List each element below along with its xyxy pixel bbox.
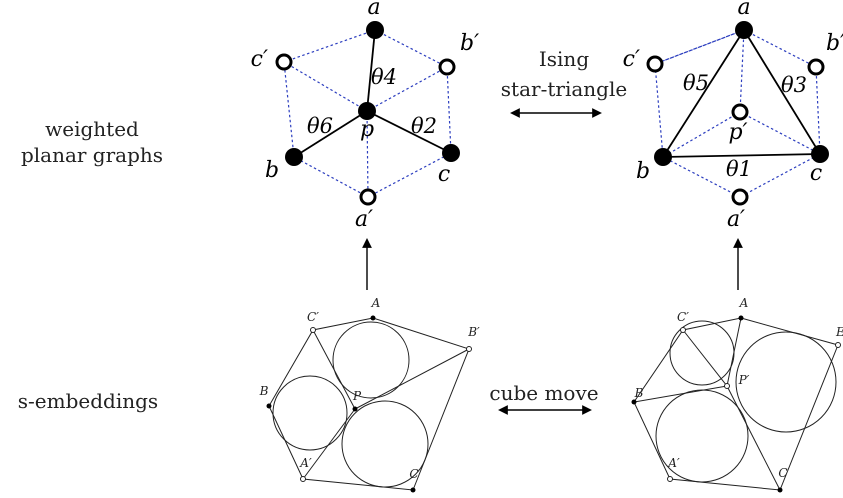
triangle-vertex-c-prime <box>646 55 664 73</box>
star-vertex-a-prime <box>359 188 377 206</box>
left-s-embedding: A C′ B′ B P A′ C <box>259 296 480 493</box>
triangle-label-c-prime: c′ <box>623 47 640 72</box>
triangle-label-b-prime: b′ <box>826 31 843 56</box>
right-point-B-prime <box>835 342 841 348</box>
star-spoke-a-prime <box>366 110 369 198</box>
triangle-solid-edges <box>661 28 822 158</box>
left-label-A: A <box>371 296 381 310</box>
triangle-dash-a-cprime <box>654 29 745 65</box>
star-vertex-b-prime <box>438 58 456 76</box>
left-point-B-prime <box>466 346 472 352</box>
right-label-C-prime: C′ <box>677 310 689 324</box>
star-label-c-prime: c′ <box>251 47 268 72</box>
move-star-triangle-line1: Ising <box>539 47 589 71</box>
move-star-triangle-line2: star-triangle <box>501 77 627 101</box>
star-edge-pc <box>366 110 452 154</box>
left-point-C <box>410 487 416 493</box>
right-point-C <box>777 487 783 493</box>
row-label-top-line2: planar graphs <box>21 143 163 167</box>
left-label-B-prime: B′ <box>467 325 480 339</box>
left-circle-left <box>272 375 348 451</box>
left-label-C: C <box>409 467 418 481</box>
right-circle-bottom <box>655 389 749 483</box>
left-edge-bprime-p <box>354 348 470 410</box>
left-point-B <box>266 403 272 409</box>
star-label-c: c <box>438 162 450 187</box>
right-edge-cprime-pprime <box>682 329 728 387</box>
right-label-A: A <box>739 296 749 310</box>
star-spoke-c-prime <box>283 61 368 112</box>
star-vertex-p <box>358 102 376 120</box>
star-label-b: b <box>265 158 279 183</box>
star-graph: a c′ b′ p b c a′ θ4 θ6 θ2 <box>251 0 479 232</box>
triangle-label-b: b <box>636 159 650 184</box>
star-weight-theta6: θ6 <box>307 114 333 138</box>
right-edge-pprime-c <box>726 385 781 491</box>
left-point-A <box>370 315 376 321</box>
triangle-vertex-b <box>654 148 672 166</box>
triangle-vertex-b-prime <box>807 58 825 76</box>
triangle-label-a-prime: a′ <box>727 207 745 232</box>
triangle-weight-theta1: θ1 <box>726 157 752 181</box>
right-label-B: B <box>634 386 644 400</box>
star-label-a-prime: a′ <box>355 207 373 232</box>
row-label-top-line1: weighted <box>45 117 139 141</box>
star-label-p: p <box>360 117 374 142</box>
star-vertex-b <box>285 148 303 166</box>
left-label-A-prime: A′ <box>299 456 312 470</box>
right-s-embedding: A C′ E B P′ A′ C <box>631 296 843 493</box>
left-label-P: P <box>352 389 362 403</box>
triangle-graph: a c′ b′ p′ b c a′ θ5 θ3 θ1 <box>623 0 843 232</box>
star-weight-theta4: θ4 <box>371 65 397 89</box>
right-circle-top <box>669 320 735 386</box>
star-weight-theta2: θ2 <box>411 114 437 138</box>
left-point-C-prime <box>310 327 316 333</box>
triangle-vertex-a <box>735 21 753 39</box>
star-vertex-c <box>442 144 460 162</box>
right-label-P-prime: P′ <box>738 373 750 387</box>
row-label-bottom: s-embeddings <box>18 389 158 413</box>
right-point-A-prime <box>667 476 673 482</box>
triangle-weight-theta5: θ5 <box>683 71 709 95</box>
star-edge-pb <box>293 110 368 158</box>
right-edge-b-pprime <box>633 385 728 403</box>
triangle-vertex-p-prime <box>731 103 749 121</box>
left-label-B: B <box>259 384 269 398</box>
right-point-A <box>738 315 744 321</box>
star-label-a: a <box>367 0 380 20</box>
triangle-weight-theta3: θ3 <box>781 73 807 97</box>
right-point-B <box>631 399 637 405</box>
star-vertex-c-prime <box>275 53 293 71</box>
right-point-C-prime <box>680 327 686 333</box>
triangle-label-p-prime: p′ <box>728 120 747 145</box>
star-spoke-b-prime <box>366 66 448 112</box>
left-circle-top <box>332 321 410 399</box>
left-point-A-prime <box>300 476 306 482</box>
triangle-vertex-c <box>811 145 829 163</box>
triangle-vertex-a-prime <box>731 188 749 206</box>
right-circle-right <box>735 331 837 433</box>
triangle-spoke-a <box>739 29 745 113</box>
right-label-B-prime: E <box>835 325 843 339</box>
star-vertex-a <box>366 21 384 39</box>
star-edge-pa <box>366 29 376 112</box>
triangle-label-a: a <box>737 0 750 20</box>
left-point-P <box>352 406 358 412</box>
left-circle-bottom <box>341 400 429 488</box>
right-label-A-prime: A′ <box>667 456 680 470</box>
right-label-C: C <box>778 466 787 480</box>
triangle-spoke-c <box>739 111 821 155</box>
star-label-b-prime: b′ <box>460 31 479 56</box>
move-cube: cube move <box>489 381 598 405</box>
right-point-P-prime <box>724 383 730 389</box>
left-label-C-prime: C′ <box>307 310 319 324</box>
triangle-label-c: c <box>810 161 822 186</box>
